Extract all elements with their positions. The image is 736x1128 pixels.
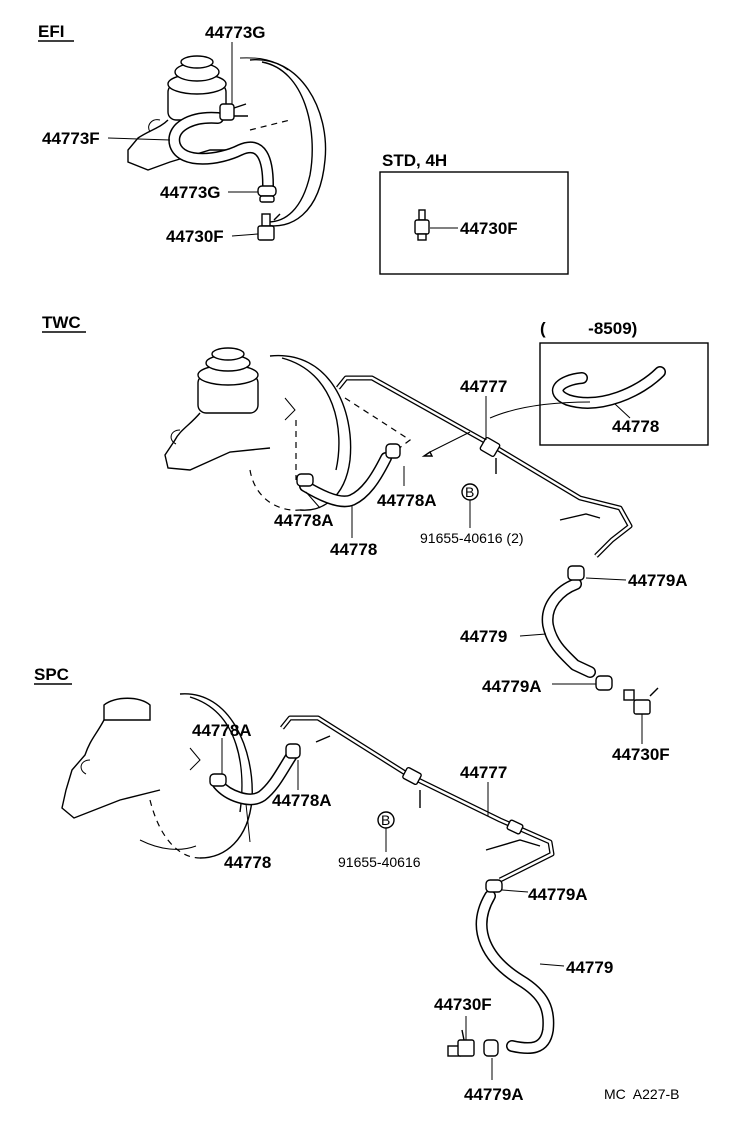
efi-clip-bottom (257, 185, 277, 203)
spc-valve (447, 1029, 475, 1057)
twc-valve (623, 687, 659, 715)
efi-brake-booster (127, 55, 327, 227)
spc-label-clip-right: 44778A (272, 791, 332, 810)
efi-heading: EFI (38, 22, 64, 41)
efi-section: EFI (38, 22, 327, 246)
spc-pipe (280, 715, 555, 883)
spc-label-bolt: 91655-40616 (338, 854, 421, 870)
spc-label-clip-upper: 44779A (528, 885, 588, 904)
twc-label-hose: 44778 (330, 540, 377, 559)
twc-heading: TWC (42, 313, 81, 332)
twc-clip-upper (567, 565, 585, 581)
spc-label-pipe: 44777 (460, 763, 507, 782)
spc-label-clip-left: 44778A (192, 721, 252, 740)
twc-label-valve: 44730F (612, 745, 670, 764)
spc-clip-lower (483, 1039, 499, 1057)
twc-label-clip-left: 44778A (274, 511, 334, 530)
efi-clip-top (219, 103, 248, 121)
std-box-part-label: 44730F (460, 219, 518, 238)
spc-clip-left (209, 773, 227, 787)
twc-clip-right (385, 443, 401, 459)
spc-clip-right (285, 743, 301, 759)
twc-label-clip-right: 44778A (377, 491, 437, 510)
range-box-title: ( -8509) (540, 319, 637, 338)
twc-clip-lower (595, 675, 613, 691)
twc-label-pipe: 44777 (460, 377, 507, 396)
twc-clip-left (296, 473, 314, 487)
twc-label-hose-lower: 44779 (460, 627, 507, 646)
twc-label-bolt: 91655-40616 (2) (420, 530, 524, 546)
spc-clip-upper (485, 879, 503, 893)
efi-label-clip-bottom: 44773G (160, 183, 221, 202)
spc-label-clip-lower: 44779A (464, 1085, 524, 1104)
std-box-valve (414, 209, 430, 241)
std-box-frame (379, 171, 569, 275)
twc-label-clip-lower: 44779A (482, 677, 542, 696)
twc-label-clip-upper: 44779A (628, 571, 688, 590)
spc-label-hose: 44778 (224, 853, 271, 872)
std-4h-box: STD, 4H 44730F (379, 151, 569, 275)
spc-bolt-badge-letter: B (381, 812, 390, 828)
diagram-code: MC A227-B (604, 1086, 679, 1102)
std-box-title: STD, 4H (382, 151, 447, 170)
spc-label-hose-lower: 44779 (566, 958, 613, 977)
efi-label-valve: 44730F (166, 227, 224, 246)
spc-section: SPC (34, 665, 613, 1104)
efi-label-hose: 44773F (42, 129, 100, 148)
spc-label-valve: 44730F (434, 995, 492, 1014)
efi-valve (257, 213, 281, 241)
range-box-part-label: 44778 (612, 417, 659, 436)
twc-bolt-badge-letter: B (465, 484, 474, 500)
spc-heading: SPC (34, 665, 69, 684)
twc-pipe (336, 375, 633, 558)
range-box-frame (539, 342, 709, 446)
twc-section: TWC ( -8509) 44778 (42, 313, 709, 764)
efi-label-clip-top: 44773G (205, 23, 266, 42)
twc-brake-booster (164, 347, 412, 511)
